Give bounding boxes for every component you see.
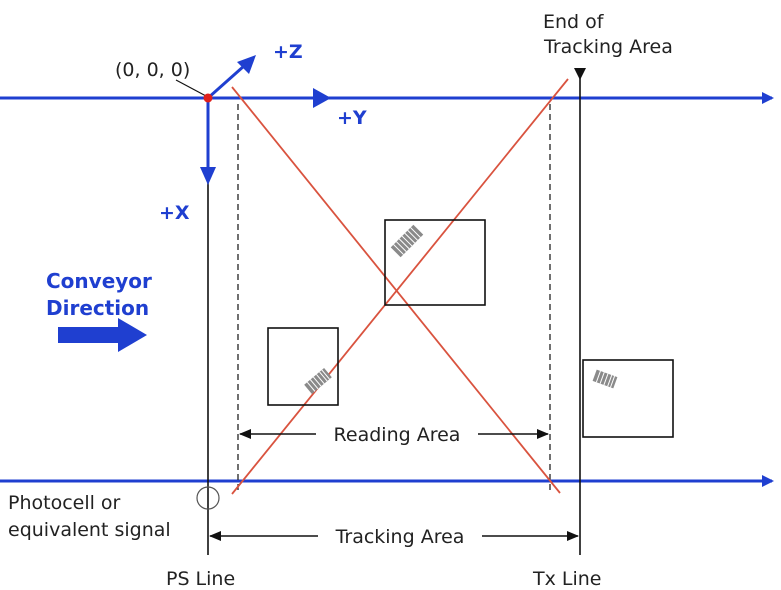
barcode-left: [304, 368, 332, 394]
plus-y-arrowhead: [313, 88, 331, 108]
end-tracking-label-line1: End of: [543, 11, 605, 33]
plus-z-arrowhead: [237, 55, 256, 74]
package-box-right: [582, 359, 674, 438]
conveyor-label-line2: Direction: [46, 296, 149, 320]
package-box-center: [384, 219, 486, 306]
photocell-label-line2: equivalent signal: [8, 519, 171, 541]
end-of-tracking-marker: [574, 68, 586, 80]
z-axis-arrow: [207, 64, 245, 100]
conveyor-label-line1: Conveyor: [46, 269, 152, 293]
plus-x-label: +X: [159, 202, 190, 224]
tx-line-label: Tx Line: [532, 568, 602, 590]
plus-y-label: +Y: [337, 107, 367, 129]
plus-x-arrowhead: [200, 167, 216, 185]
origin-leader-line: [175, 79, 207, 97]
reading-area-label: Reading Area: [334, 424, 461, 446]
origin-dot: [203, 93, 213, 103]
package-box-left: [267, 327, 339, 406]
photocell-icon: [196, 486, 220, 510]
barcode-right: [592, 369, 618, 389]
barcode-center: [390, 224, 424, 258]
ps-line-label: PS Line: [166, 568, 235, 590]
tracking-area-label: Tracking Area: [335, 526, 465, 548]
conveyor-direction-arrow: [58, 318, 147, 352]
end-tracking-label-line2: Tracking Area: [543, 36, 673, 58]
plus-z-label: +Z: [273, 41, 303, 63]
photocell-label-line1: Photocell or: [8, 492, 121, 514]
origin-label: (0, 0, 0): [115, 59, 190, 81]
red-diagonal-1: [231, 86, 561, 494]
red-diagonal-2: [231, 78, 569, 495]
